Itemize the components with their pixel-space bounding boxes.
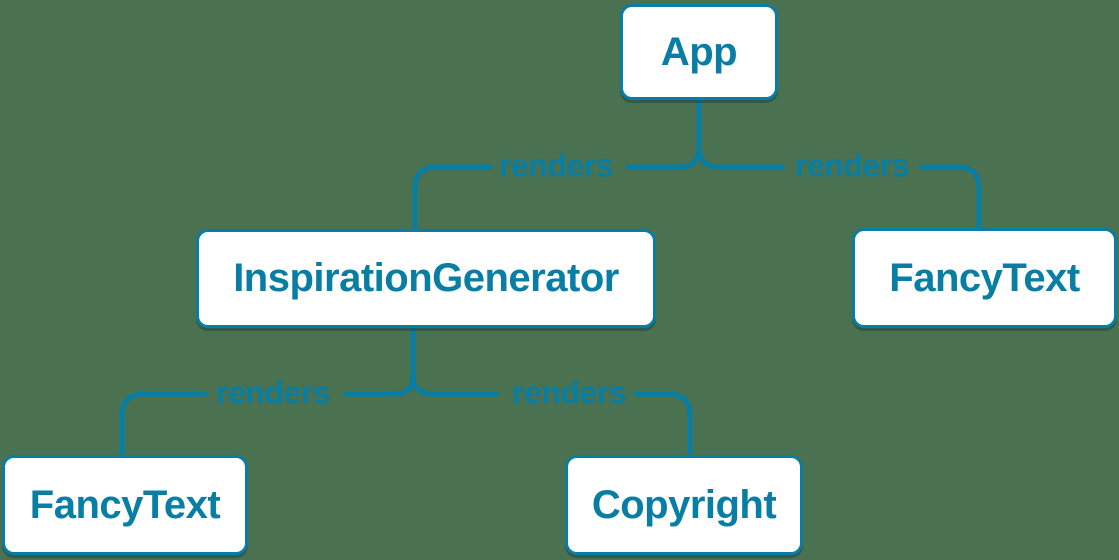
node-inspiration-generator-label: InspirationGenerator [233, 256, 619, 300]
node-fancy-text-left: FancyText [2, 455, 248, 555]
node-fancy-text-right-label: FancyText [889, 255, 1080, 300]
edge-inspgen-fancytext-b [119, 391, 208, 459]
node-copyright-label: Copyright [591, 482, 777, 527]
edge-inspgen-fancytext-a [343, 373, 416, 397]
edge-label-inspgen-copyright: renders [512, 374, 626, 411]
edge-inspgen-copyright-b [633, 391, 693, 459]
node-app-label: App [660, 29, 738, 74]
edge-app-inspgen-b [412, 164, 493, 231]
node-app: App [620, 4, 778, 100]
edge-app-fancytext-a [696, 144, 785, 170]
node-fancy-text-right: FancyText [852, 228, 1117, 328]
edge-label-app-inspgen: renders [499, 147, 613, 184]
edge-label-app-fancytext: renders [795, 147, 909, 184]
edge-inspgen-copyright-a [410, 373, 499, 397]
node-copyright: Copyright [565, 455, 803, 555]
edge-app-fancytext-b [918, 164, 982, 231]
edge-app-inspgen-a [625, 144, 702, 170]
edge-label-inspgen-fancytext: renders [216, 374, 330, 411]
node-fancy-text-left-label: FancyText [29, 482, 221, 527]
node-inspiration-generator: InspirationGenerator [196, 229, 656, 328]
